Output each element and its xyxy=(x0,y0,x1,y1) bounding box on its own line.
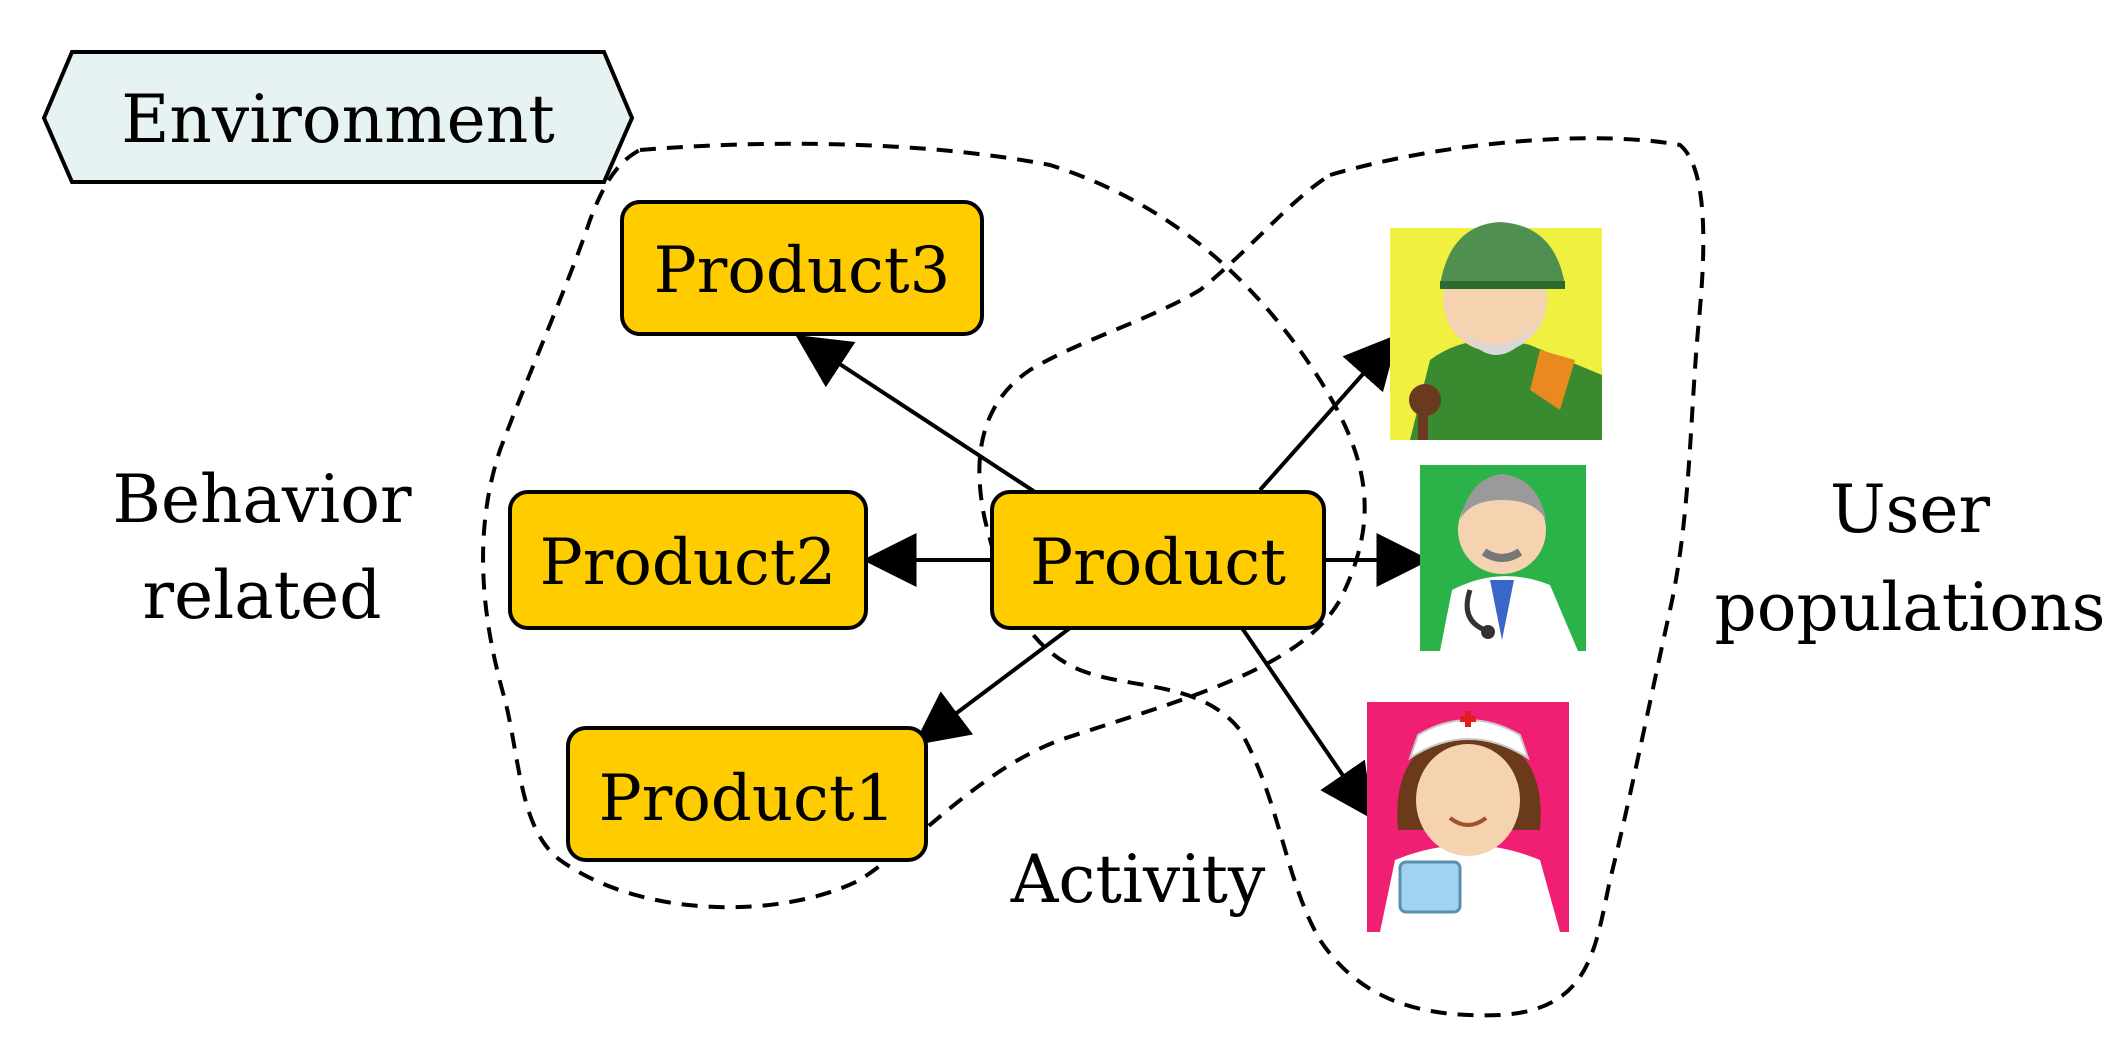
node-product: Product xyxy=(990,490,1326,630)
edge-product-to-elderly xyxy=(1258,333,1399,492)
environment-label: Environment xyxy=(121,81,555,158)
node-product3-label: Product3 xyxy=(654,234,951,308)
node-product2-label: Product2 xyxy=(540,526,837,600)
environment-badge: Environment xyxy=(41,50,635,184)
elderly-user-picture xyxy=(1390,222,1602,440)
user-populations-line2: populations xyxy=(1715,569,2106,646)
user-populations-region-outline xyxy=(977,136,1706,1018)
behavior-related-line1: Behavior xyxy=(112,461,412,538)
behavior-region-outline xyxy=(481,141,1367,910)
activity-label: Activity xyxy=(1010,841,1266,918)
user-populations-line1: User xyxy=(1830,471,1991,548)
node-product-label: Product xyxy=(1030,526,1286,600)
doctor-user-picture xyxy=(1420,465,1586,651)
edge-product-to-product3 xyxy=(795,335,1037,494)
behavior-related-line2: related xyxy=(143,557,382,634)
user-populations-label: User populations xyxy=(1715,471,2106,646)
node-product1-label: Product1 xyxy=(599,762,896,836)
edge-product-to-product1 xyxy=(913,626,1072,746)
behavior-related-label: Behavior related xyxy=(112,461,412,634)
node-product3: Product3 xyxy=(620,200,984,336)
nurse-user-picture xyxy=(1367,702,1569,932)
node-product2: Product2 xyxy=(508,490,868,630)
edge-product-to-nurse xyxy=(1240,626,1374,820)
node-product1: Product1 xyxy=(566,726,928,862)
